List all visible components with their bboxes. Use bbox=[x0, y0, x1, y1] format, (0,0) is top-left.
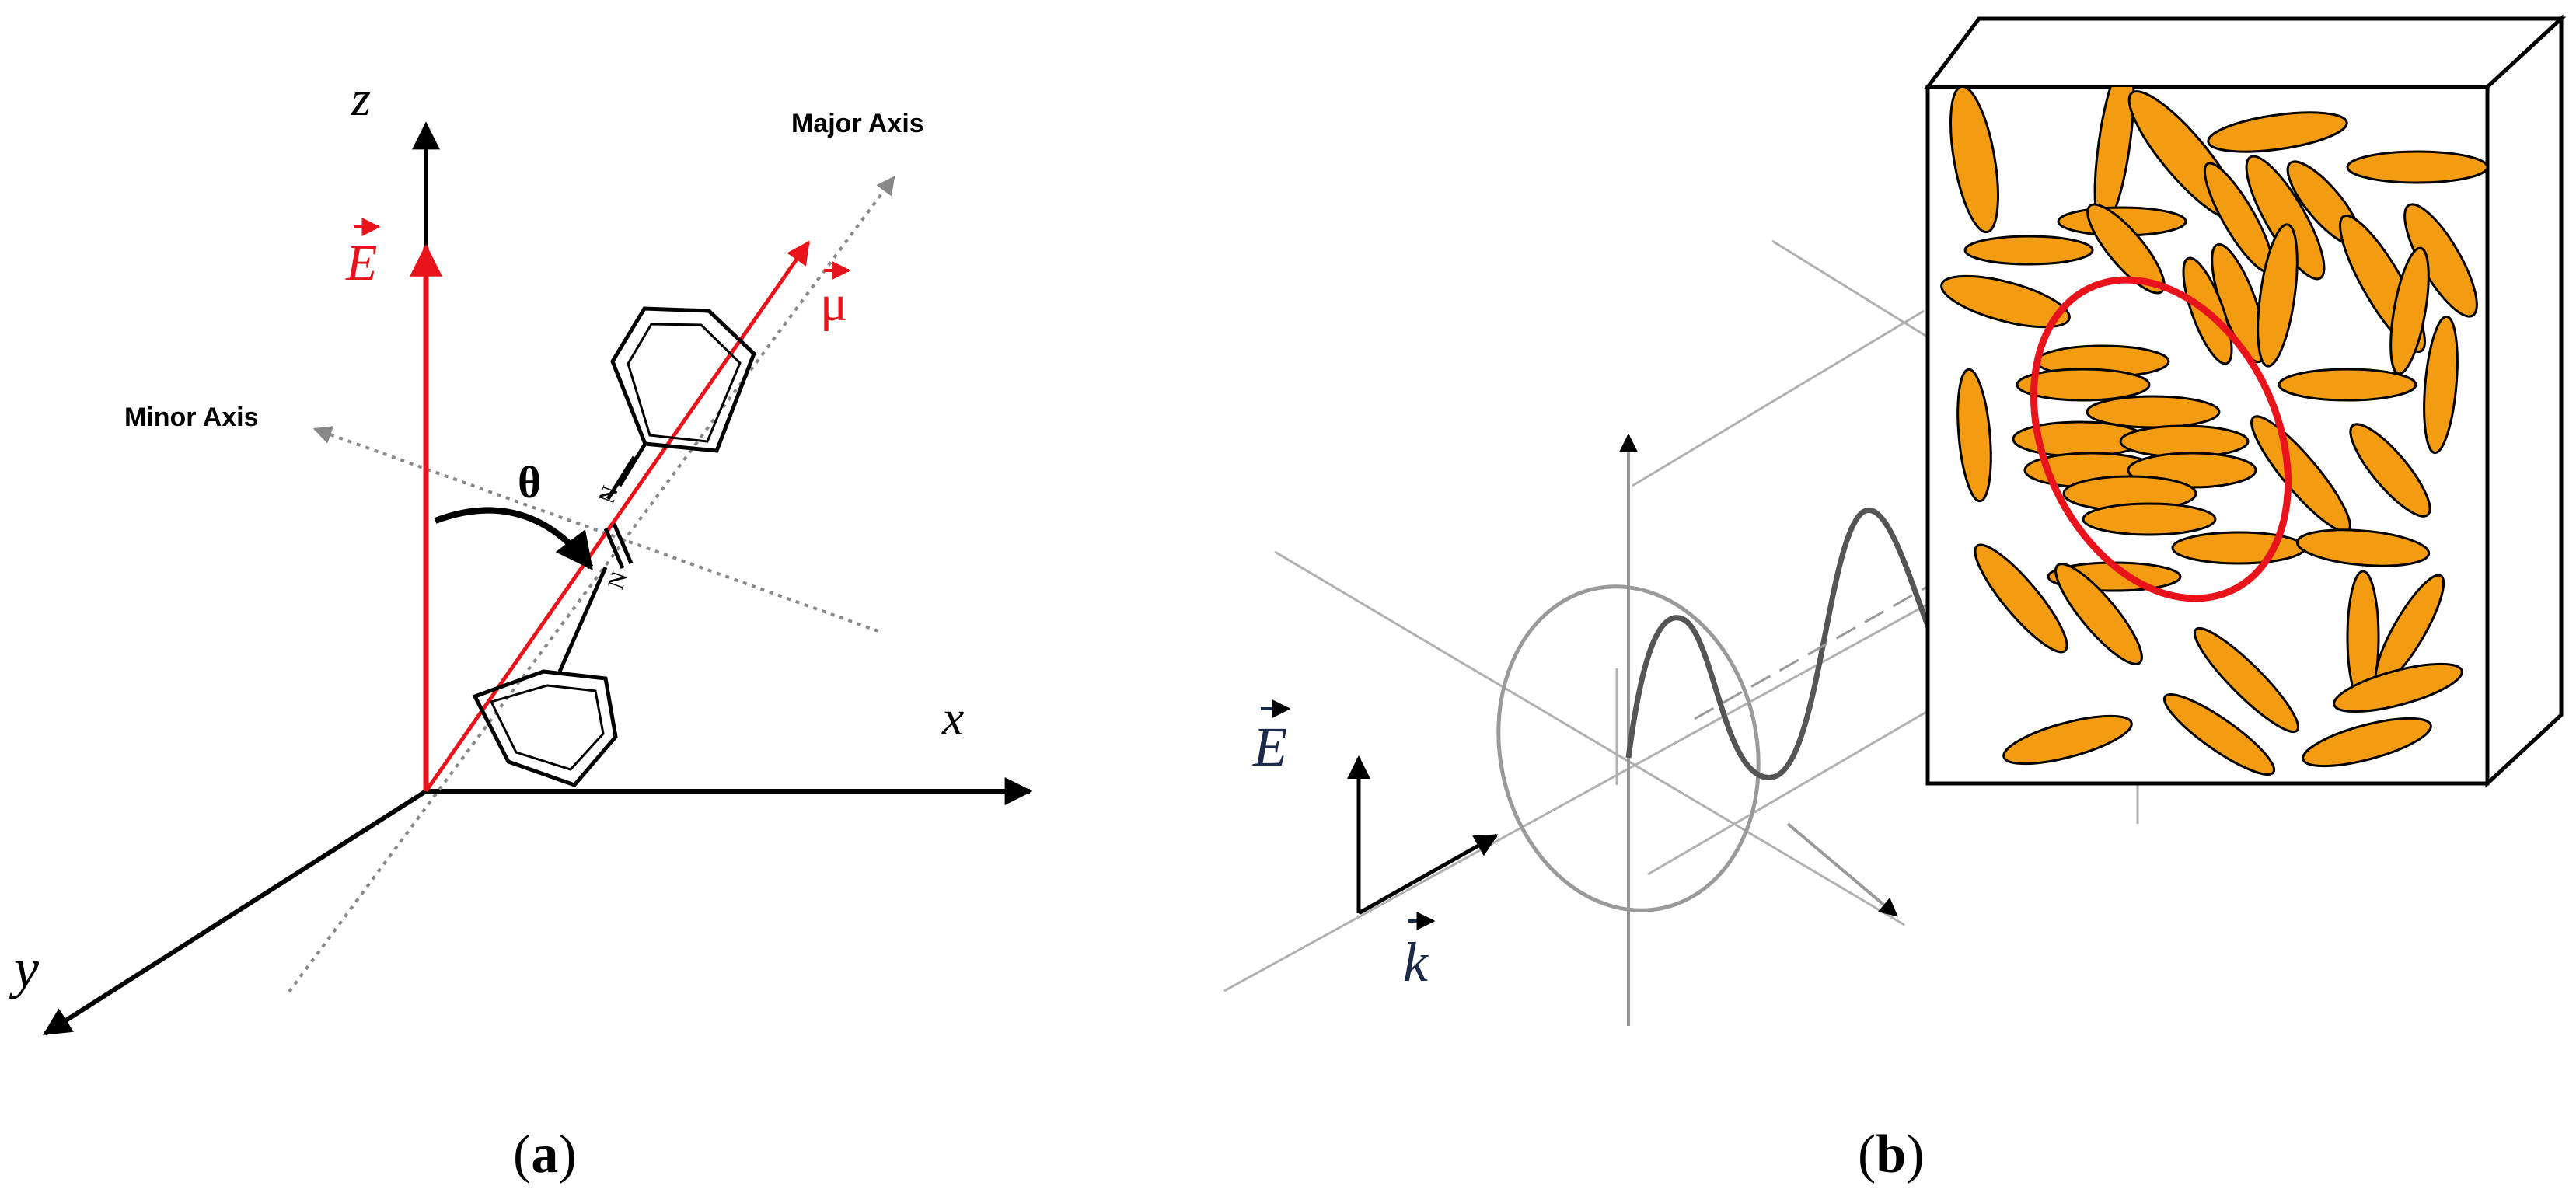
z-axis-label: z bbox=[351, 71, 371, 126]
azobenzene-molecule bbox=[472, 306, 756, 787]
field-symbol-a: E bbox=[345, 235, 377, 291]
field-label-a: E bbox=[345, 218, 381, 291]
caption-a-close: ) bbox=[558, 1125, 576, 1184]
wave-label: k bbox=[1403, 912, 1436, 993]
major-axis-line bbox=[288, 176, 895, 993]
dipole-vector bbox=[424, 240, 811, 793]
minor-axis-label: Minor Axis bbox=[124, 403, 259, 432]
caption-b-close: ) bbox=[1906, 1125, 1924, 1184]
caption-a-letter: a bbox=[531, 1125, 558, 1184]
panel-b: E k (b) bbox=[1223, 14, 2567, 1184]
nitrogen-lower: N bbox=[603, 568, 633, 593]
field-label-b: E bbox=[1252, 699, 1291, 778]
caption-a: (a) bbox=[513, 1125, 577, 1184]
propagation-arrow bbox=[1786, 822, 1898, 917]
minor-axis-line bbox=[312, 425, 879, 633]
aligned-region-highlight bbox=[2030, 276, 2292, 602]
dipole-label: μ bbox=[820, 261, 851, 332]
caption-b: (b) bbox=[1858, 1125, 1925, 1184]
y-axis bbox=[42, 789, 428, 1036]
field-symbol-b: E bbox=[1252, 716, 1287, 778]
beam-cylinder bbox=[1496, 584, 1761, 912]
nitrogen-upper: N bbox=[594, 483, 623, 508]
caption-b-letter: b bbox=[1876, 1125, 1906, 1184]
angle-label: θ bbox=[518, 457, 541, 508]
dipole-symbol: μ bbox=[820, 275, 847, 332]
wave-vector bbox=[1357, 833, 1499, 916]
wave-symbol: k bbox=[1403, 931, 1429, 993]
caption-b-open: ( bbox=[1858, 1125, 1876, 1184]
y-axis-label: y bbox=[9, 937, 39, 999]
angle-arc bbox=[434, 507, 594, 570]
panel-a: z x y E μ θ Major Axis Minor Axis N N (a… bbox=[9, 71, 1033, 1184]
x-axis-label: x bbox=[941, 690, 964, 745]
caption-a-open: ( bbox=[513, 1125, 531, 1184]
major-axis-label: Major Axis bbox=[791, 109, 924, 138]
